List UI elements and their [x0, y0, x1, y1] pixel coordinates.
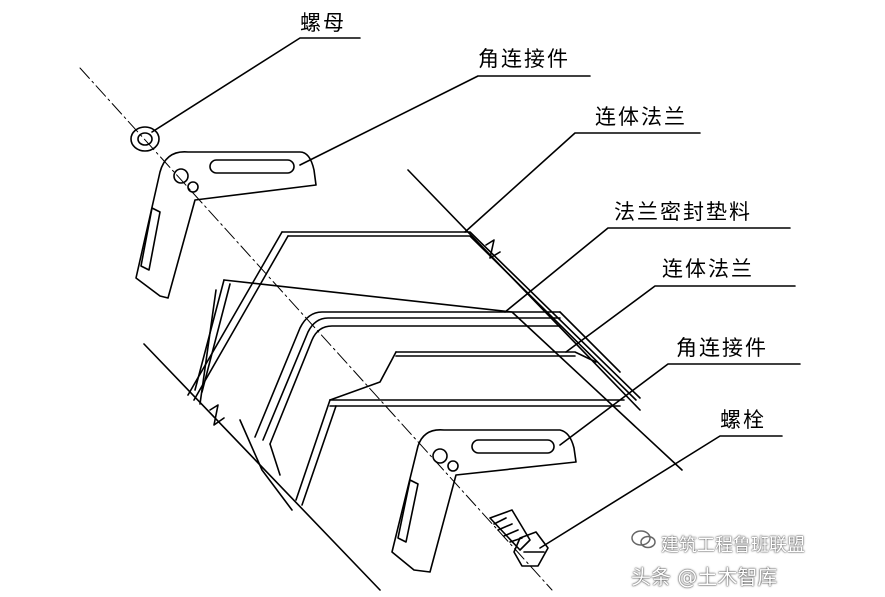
label-corner-connector-top: 角连接件: [478, 47, 570, 71]
label-nut: 螺母: [300, 11, 346, 35]
flange-frame-lower: [239, 351, 625, 511]
label-gasket: 法兰密封垫料: [614, 200, 752, 224]
leader-flange-top: [464, 132, 701, 233]
break-mark-left: [209, 404, 225, 426]
wechat-icon: [631, 530, 656, 549]
label-bolt: 螺栓: [720, 408, 766, 432]
corner-connector-bottom: [391, 429, 577, 573]
leader-flange-bottom: [565, 285, 796, 353]
corner-connector-top: [135, 151, 317, 299]
watermark: 建筑工程鲁班联盟 头条 @土木智库: [631, 527, 871, 589]
center-axis: [79, 67, 553, 591]
watermark-line2: 头条 @土木智库: [631, 565, 778, 589]
duct-wall-outer-left: [143, 343, 381, 591]
label-flange-bottom: 连体法兰: [662, 257, 754, 281]
break-mark-top: [485, 239, 501, 259]
flange-frame-upper: [187, 231, 683, 471]
leader-nut: [151, 37, 361, 133]
leader-corner-connector-top: [299, 75, 591, 166]
gasket-layer: [254, 311, 621, 476]
nut-icon: [130, 126, 160, 152]
leader-corner-connector-bottom: [559, 363, 801, 446]
bolt-icon: [489, 509, 549, 567]
leader-gasket: [504, 227, 791, 313]
watermark-line1: 建筑工程鲁班联盟: [661, 535, 805, 556]
leader-bolt: [539, 435, 783, 549]
label-flange-top: 连体法兰: [595, 105, 687, 129]
label-corner-connector-bottom: 角连接件: [676, 336, 768, 360]
